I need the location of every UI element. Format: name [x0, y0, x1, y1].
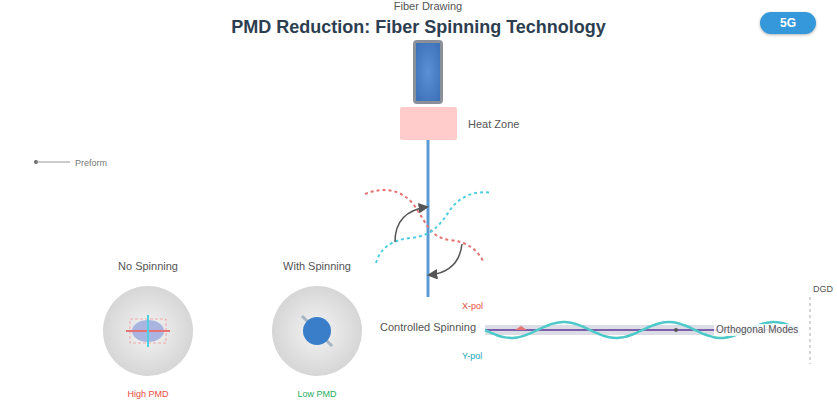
pill-node: 5G: [760, 12, 816, 34]
rotation-arrow: [429, 244, 462, 275]
cross-section-title: No Spinning: [93, 260, 203, 272]
cladding: [272, 286, 362, 376]
heat-node: Heat Zone: [400, 107, 530, 140]
x-pol-label: X-pol: [462, 300, 483, 312]
marker: [515, 326, 527, 330]
leader-line: [36, 162, 70, 163]
rotation-arrow: [395, 207, 427, 242]
dgd-line: [810, 297, 811, 364]
zone-label: Heat Zone: [468, 118, 519, 130]
cladding: [103, 286, 193, 376]
circle-node: No SpinningHigh PMD: [93, 258, 203, 400]
round-core: [303, 317, 331, 345]
fiber-line: [427, 140, 430, 297]
cross-section-title: With Spinning: [262, 260, 372, 272]
heat-zone: [400, 107, 457, 140]
slow-axis: [147, 315, 149, 347]
modes-label: Orthogonal Modes: [714, 324, 800, 336]
preform-label: Preform: [75, 157, 107, 169]
circle-node: With SpinningLow PMD: [262, 258, 372, 400]
y-pol-label: Y-pol: [462, 350, 482, 362]
pmd-result: High PMD: [93, 389, 203, 399]
tower-node: Fiber Drawing: [378, 0, 478, 106]
y-pol-curve: [376, 192, 492, 263]
averaged-axis: [302, 316, 332, 346]
drawing-tower: [413, 40, 443, 104]
badge-text: 5G: [780, 16, 796, 30]
fiber-cross-section: [262, 281, 372, 381]
x-pol-curve: [365, 190, 484, 263]
fiber-cross-section: [93, 281, 203, 381]
spinning-label: Controlled Spinning: [380, 321, 476, 333]
title: PMD Reduction: Fiber Spinning Technology: [0, 17, 837, 38]
marker: [674, 328, 678, 332]
pmd-result: Low PMD: [262, 389, 372, 399]
tower-label: Fiber Drawing: [378, 0, 478, 13]
dgd-label: DGD: [813, 283, 833, 295]
